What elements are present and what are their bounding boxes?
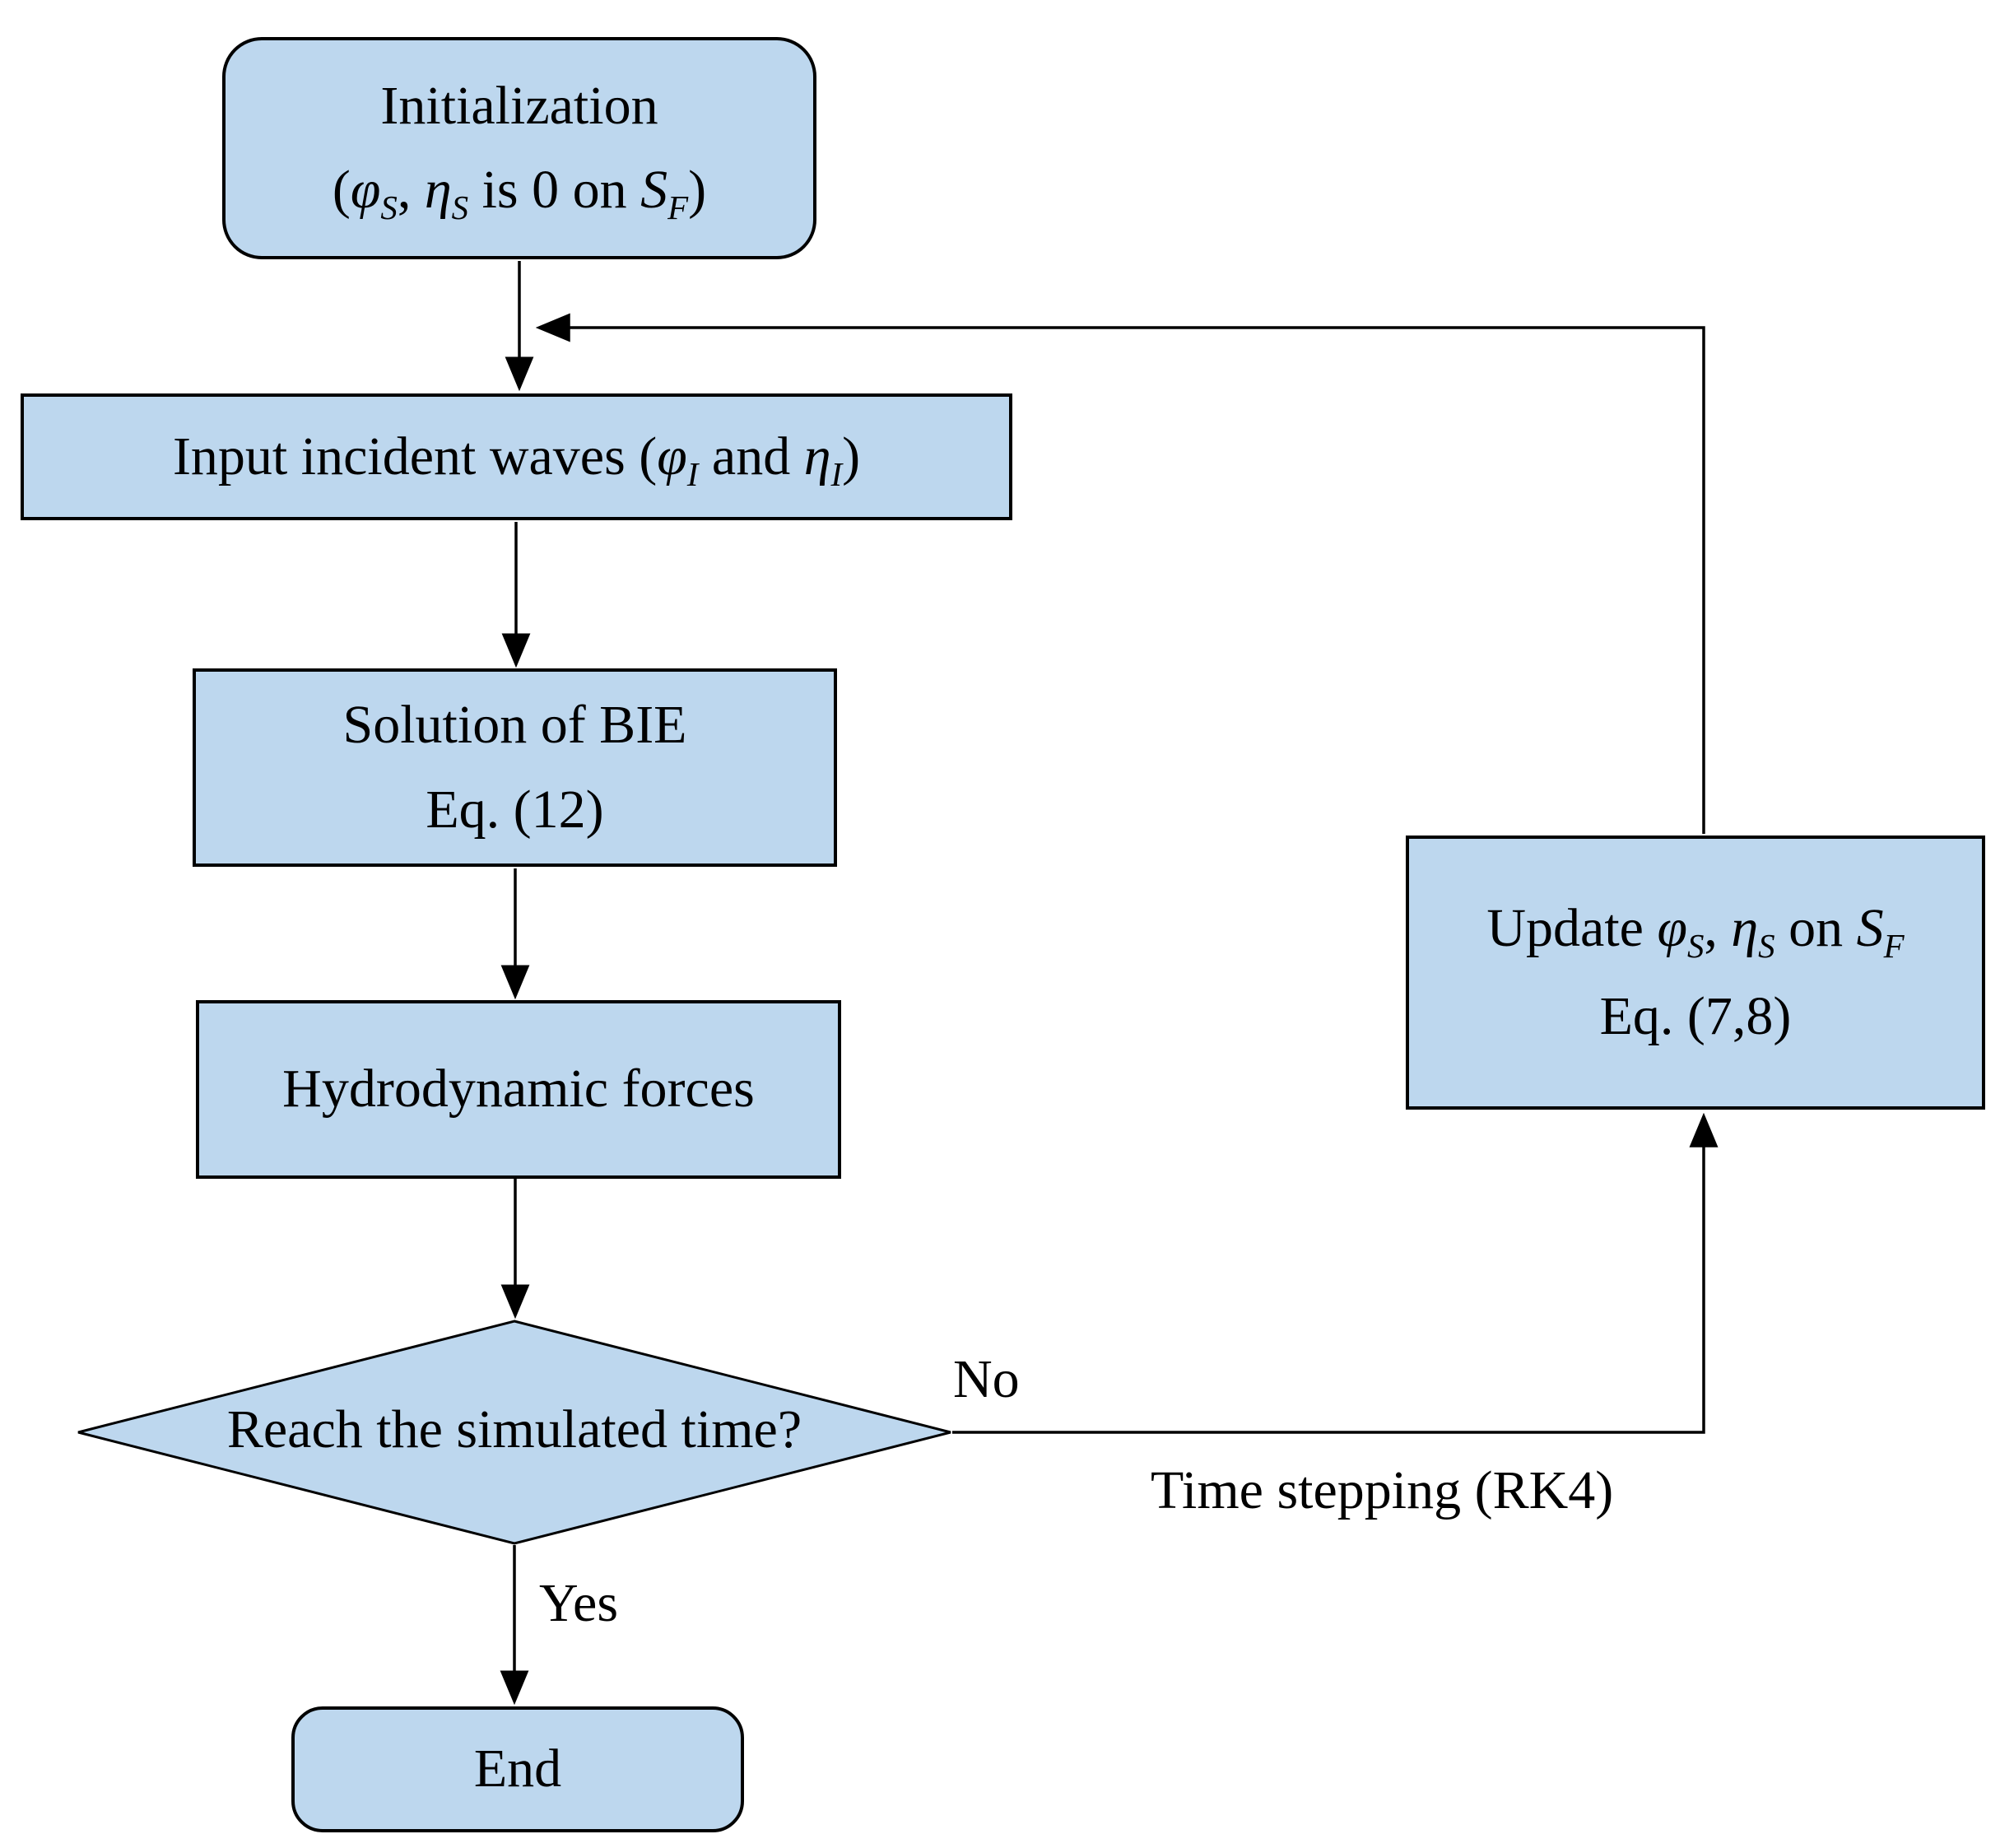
text-segment: and: [698, 426, 804, 486]
phi-symbol: φ: [657, 426, 687, 486]
text-segment: Update: [1486, 897, 1658, 958]
node-initialization: Initialization (φS, ηS is 0 on SF): [222, 37, 816, 259]
text-segment: is 0 on: [468, 160, 641, 220]
eta-subscript: S: [451, 189, 469, 227]
node-update-on-free-surface: Update φS, ηS on SF Eq. (7,8): [1406, 836, 1985, 1110]
edge-label-no: No: [953, 1349, 1020, 1409]
edge-label-time-stepping: Time stepping (RK4): [1151, 1460, 1614, 1520]
initialization-title: Initialization: [380, 75, 658, 136]
eta-symbol: η: [424, 160, 452, 220]
node-input-incident-waves: Input incident waves (φI and ηI): [21, 393, 1012, 520]
text-segment: Input incident waves (: [172, 426, 658, 486]
surface-symbol: S: [1856, 897, 1884, 958]
node-solution-of-bie: Solution of BIE Eq. (12): [193, 668, 837, 867]
hydrodynamic-forces-label: Hydrodynamic forces: [282, 1059, 755, 1120]
update-equation: Eq. (7,8): [1599, 985, 1792, 1046]
end-label: End: [473, 1739, 562, 1799]
solution-bie-title: Solution of BIE: [342, 695, 687, 756]
phi-symbol: φ: [350, 160, 381, 220]
eta-symbol: η: [803, 426, 831, 486]
text-segment: ,: [397, 160, 425, 220]
eta-symbol: η: [1731, 897, 1759, 958]
phi-symbol: φ: [1657, 897, 1687, 958]
input-waves-label: Input incident waves (φI and ηI): [173, 415, 860, 499]
node-end: End: [291, 1706, 744, 1832]
phi-subscript: S: [380, 189, 398, 227]
text-segment: ): [842, 426, 861, 486]
eta-subscript: I: [830, 456, 843, 494]
surface-symbol: S: [640, 160, 668, 220]
phi-subscript: S: [1686, 927, 1705, 965]
text-segment: (: [332, 160, 351, 220]
surface-subscript: F: [667, 189, 689, 227]
node-hydrodynamic-forces: Hydrodynamic forces: [196, 1000, 841, 1179]
text-segment: ,: [1704, 897, 1732, 958]
decision-diamond: [77, 1320, 951, 1545]
edge-decision-to-update: [952, 1112, 1719, 1434]
surface-subscript: F: [1883, 927, 1905, 965]
solution-bie-equation: Eq. (12): [426, 779, 604, 840]
text-segment: on: [1774, 897, 1857, 958]
edge-label-yes: Yes: [539, 1573, 619, 1633]
decision-label: Reach the simulated time?: [226, 1399, 802, 1459]
edge-update-to-junction: [535, 313, 1705, 834]
update-title: Update φS, ηS on SF: [1486, 885, 1904, 973]
eta-subscript: S: [1758, 927, 1775, 965]
phi-subscript: I: [686, 456, 699, 494]
text-segment: ): [688, 160, 707, 220]
initialization-subtitle: (φS, ηS is 0 on SF): [333, 148, 706, 232]
